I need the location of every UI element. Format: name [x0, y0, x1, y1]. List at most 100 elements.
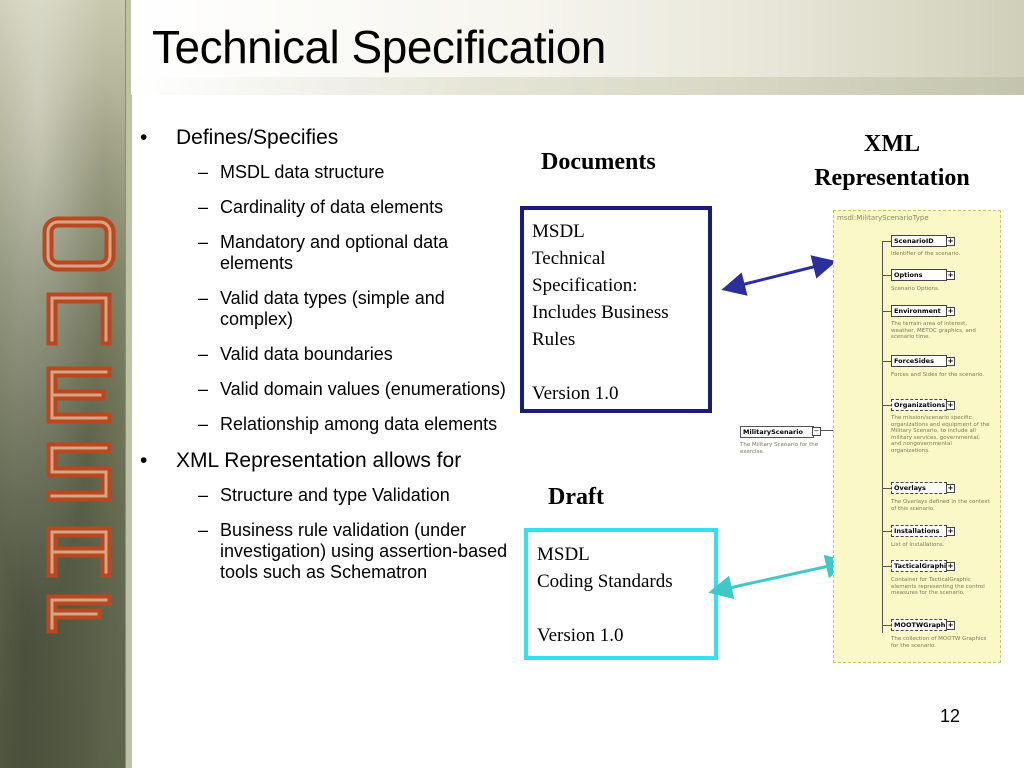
schema-root-description: The Military Scenario for the exercise.: [740, 442, 819, 455]
expand-icon[interactable]: +: [946, 307, 955, 316]
connector-line: [882, 625, 891, 626]
node-label: Installations: [894, 527, 940, 535]
node-label: Environment: [894, 307, 941, 315]
page-title: Technical Specification: [152, 21, 606, 73]
sub-bullet-item: –Valid domain values (enumerations): [140, 379, 520, 400]
sub-bullet-text: Cardinality of data elements: [220, 197, 444, 217]
node-label: Organizations: [894, 401, 946, 409]
node-description: The terrain area of interest, weather, M…: [891, 321, 976, 340]
bullet-text: XML Representation allows for: [176, 449, 462, 472]
connector-line: [882, 531, 891, 532]
coding-standards-box: MSDL Coding Standards Version 1.0: [524, 528, 718, 660]
schema-node-organizations[interactable]: Organizations+: [891, 399, 955, 411]
box-line: MSDL: [532, 221, 585, 242]
dash-icon: –: [198, 232, 209, 252]
sub-bullet-text: Mandatory and optional data elements: [220, 232, 449, 273]
schema-node-tacticalgraphics[interactable]: TacticalGraphics+: [891, 560, 955, 572]
bullet-icon: •: [140, 126, 148, 149]
page-number: 12: [940, 706, 961, 726]
xml-representation-heading: XML Representation: [814, 131, 970, 191]
technical-spec-text: MSDL Technical Specification: Includes B…: [532, 218, 704, 407]
sub-bullet-item: –Structure and type Validation: [140, 485, 520, 506]
expand-icon[interactable]: +: [946, 401, 955, 410]
schema-node-options[interactable]: Options +: [891, 269, 955, 281]
connector-line: [819, 430, 836, 431]
sub-bullet-text: Structure and type Validation: [220, 485, 450, 505]
bullet-text: Defines/Specifies: [176, 126, 339, 149]
box-line: Version 1.0: [532, 383, 619, 404]
banner-divider: [125, 0, 132, 768]
expand-icon[interactable]: +: [946, 484, 955, 493]
sub-bullet-item: –Business rule validation (under investi…: [140, 520, 520, 583]
box-line: Technical: [532, 248, 606, 269]
double-arrow-icon: [721, 255, 837, 296]
box-line: [537, 595, 709, 622]
box-line: Version 1.0: [537, 625, 624, 646]
sub-bullet-text: Valid data types (simple and complex): [220, 288, 445, 329]
node-label: MOOTWGraphics: [894, 621, 956, 629]
node-description: The Overlays defined in the context of t…: [891, 499, 990, 512]
technical-spec-box: MSDL Technical Specification: Includes B…: [520, 206, 712, 413]
xml-schema-diagram: msdl:MilitaryScenarioType ScenarioID + Id…: [833, 210, 1001, 663]
bullet-item: • Defines/Specifies: [140, 126, 520, 150]
bullet-icon: •: [140, 449, 148, 472]
node-description: Container for TacticalGraphic elements r…: [891, 577, 985, 596]
bullet-item: • XML Representation allows for: [140, 449, 520, 473]
sub-bullet-item: –Cardinality of data elements: [140, 197, 520, 218]
expand-icon[interactable]: +: [946, 271, 955, 280]
coding-standards-text: MSDL Coding Standards Version 1.0: [537, 541, 709, 649]
dash-icon: –: [198, 379, 209, 399]
schema-node-overlays[interactable]: Overlays +: [891, 482, 955, 494]
schema-node-scenarioid[interactable]: ScenarioID +: [891, 235, 955, 247]
dash-icon: –: [198, 162, 209, 182]
box-line: [532, 353, 704, 380]
expand-icon[interactable]: +: [946, 527, 955, 536]
sub-bullet-item: –Valid data boundaries: [140, 344, 520, 365]
dash-icon: –: [198, 520, 209, 540]
sub-bullet-text: Business rule validation (under investig…: [220, 520, 508, 582]
schema-root-node[interactable]: MilitaryScenario: [740, 426, 814, 438]
connector-line: [882, 311, 891, 312]
node-label: ForceSides: [894, 357, 934, 365]
onesaf-logo: [42, 216, 116, 634]
box-line: Coding Standards: [537, 571, 673, 592]
sub-bullet-text: Valid data boundaries: [220, 344, 393, 364]
documents-heading: Documents: [541, 149, 656, 175]
box-line: MSDL: [537, 544, 590, 565]
banner-texture: [0, 0, 125, 768]
schema-node-forcesides[interactable]: ForceSides +: [891, 355, 955, 367]
connector-line: [882, 488, 891, 489]
schema-node-installations[interactable]: Installations +: [891, 525, 955, 537]
node-label: ScenarioID: [894, 237, 934, 245]
schema-node-environment[interactable]: Environment +: [891, 305, 955, 317]
box-line: Rules: [532, 329, 576, 350]
bullet-list: •Defines/Specifies –MSDL data structure …: [140, 126, 520, 597]
node-description: List of Installations.: [891, 542, 945, 548]
node-description: Identifier of the scenario.: [891, 251, 961, 257]
connector-line: [882, 275, 891, 276]
collapse-icon[interactable]: −: [812, 427, 821, 436]
node-label: Options: [894, 271, 923, 279]
sub-bullet-text: Valid domain values (enumerations): [220, 379, 506, 399]
node-description: The collection of MOOTW Graphics for the…: [891, 636, 987, 649]
sub-bullet-text: Relationship among data elements: [220, 414, 498, 434]
node-description: Forces and Sides for the scenario.: [891, 372, 985, 378]
expand-icon[interactable]: +: [946, 357, 955, 366]
schema-trunk-line: [882, 241, 883, 633]
dash-icon: –: [198, 288, 209, 308]
schema-node-mootwgraphics[interactable]: MOOTWGraphics+: [891, 619, 955, 631]
schema-type-label: msdl:MilitaryScenarioType: [837, 214, 929, 222]
title-band: [131, 0, 1024, 95]
connector-line: [882, 361, 891, 362]
draft-heading: Draft: [548, 484, 604, 510]
node-label: TacticalGraphics: [894, 562, 954, 570]
sub-bullet-item: –Relationship among data elements: [140, 414, 520, 435]
node-label: Overlays: [894, 484, 926, 492]
sub-bullet-item: –Valid data types (simple and complex): [140, 288, 520, 330]
sub-bullet-text: MSDL data structure: [220, 162, 385, 182]
node-description: Scenario Options.: [891, 286, 940, 292]
expand-icon[interactable]: +: [946, 562, 955, 571]
double-arrow-icon: [708, 554, 850, 600]
expand-icon[interactable]: +: [946, 621, 955, 630]
expand-icon[interactable]: +: [946, 237, 955, 246]
